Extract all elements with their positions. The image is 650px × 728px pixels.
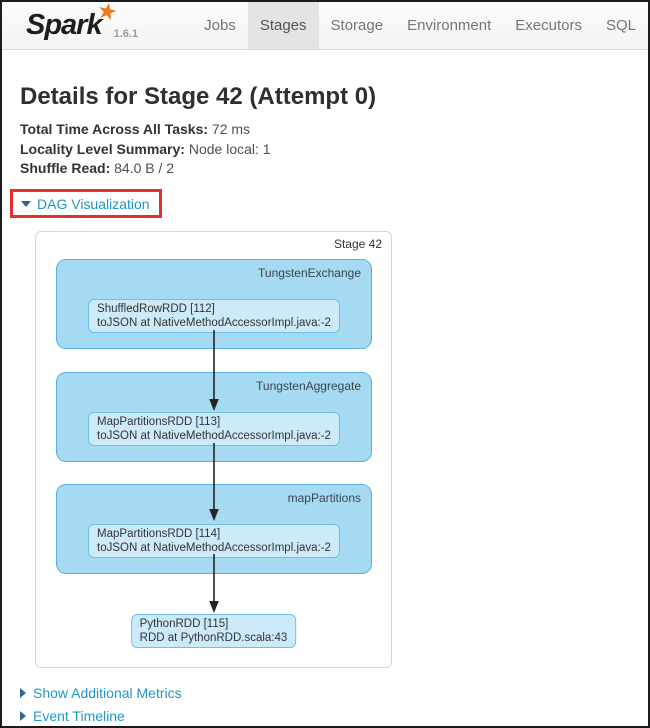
stage-label: Stage 42 [333,236,382,251]
rdd-node-callsite: toJSON at NativeMethodAccessorImpl.java:… [97,541,331,554]
spark-logo[interactable]: Spark ★ 1.6.1 [26,2,138,49]
dag-visualization-toggle-label: DAG Visualization [37,195,150,212]
dag-operator-tungsten-exchange: TungstenExchange ShuffledRowRDD [112] to… [56,258,372,349]
bottom-toggles: Show Additional Metrics Event Timeline [20,685,630,724]
stage-summary: Total Time Across All Tasks: 72 ms Local… [20,120,630,179]
summary-label: Total Time Across All Tasks: [20,121,209,137]
rdd-node-title: ShuffledRowRDD [112] [97,302,215,315]
rdd-node-callsite: RDD at PythonRDD.scala:43 [139,631,288,644]
tab-environment[interactable]: Environment [407,17,492,34]
show-additional-metrics-label: Show Additional Metrics [33,684,182,701]
summary-value: 72 ms [211,121,251,137]
navbar: Spark ★ 1.6.1 Jobs Stages Storage Enviro… [2,2,648,50]
summary-label: Locality Level Summary: [20,140,185,157]
page-title: Details for Stage 42 (Attempt 0) [20,83,377,110]
rdd-node-callsite: toJSON at NativeMethodAccessorImpl.java:… [97,429,331,442]
rdd-node-shuffledrowrdd-112: ShuffledRowRDD [112] toJSON at NativeMet… [88,298,340,333]
tab-executors[interactable]: Executors [515,17,582,34]
stage-detail-content: Details for Stage 42 (Attempt 0) Total T… [2,83,648,724]
dag-operator-mappartitions: mapPartitions MapPartitionsRDD [114] toJ… [56,483,372,574]
spark-version: 1.6.1 [113,28,139,40]
nav-tabs: Jobs Stages Storage Environment Executor… [192,2,648,49]
tab-sql[interactable]: SQL [605,17,636,34]
dag-operator-label: TungstenAggregate [256,378,361,393]
dag-operator-tungsten-aggregate: TungstenAggregate MapPartitionsRDD [113]… [56,371,372,462]
event-timeline-label: Event Timeline [33,707,125,724]
dag-visualization-toggle[interactable]: DAG Visualization [21,196,150,212]
rdd-node-title: PythonRDD [115] [139,617,229,630]
triangle-right-icon [20,687,26,698]
summary-total-time: Total Time Across All Tasks: 72 ms [20,120,630,140]
tab-stages[interactable]: Stages [247,2,319,49]
spark-star-icon: ★ [94,0,121,26]
summary-value: Node local: 1 [188,140,271,157]
dag-stage-box: Stage 42 TungstenExchange ShuffledRowRDD… [35,230,392,668]
rdd-node-title: MapPartitionsRDD [114] [97,527,221,540]
rdd-node-pythonrdd-115: PythonRDD [115] RDD at PythonRDD.scala:4… [130,613,297,648]
summary-label: Shuffle Read: [20,160,111,176]
rdd-node-mappartitionsrdd-114: MapPartitionsRDD [114] toJSON at NativeM… [88,523,340,558]
spark-logo-text: Spark [26,9,103,41]
tab-storage[interactable]: Storage [330,17,384,34]
tab-jobs[interactable]: Jobs [204,17,236,34]
rdd-node-title: MapPartitionsRDD [113] [97,415,221,428]
rdd-node-callsite: toJSON at NativeMethodAccessorImpl.java:… [97,316,331,329]
show-additional-metrics-toggle[interactable]: Show Additional Metrics [20,685,182,701]
summary-locality-level: Locality Level Summary: Node local: 1 [20,140,630,160]
annotation-highlight-box: DAG Visualization [10,188,162,218]
dag-operator-label: mapPartitions [287,490,361,505]
summary-shuffle-read: Shuffle Read: 84.0 B / 2 [20,159,630,179]
dag-operator-label: TungstenExchange [258,265,361,280]
triangle-down-icon [21,200,31,207]
triangle-right-icon [20,710,26,721]
event-timeline-toggle[interactable]: Event Timeline [20,708,125,724]
rdd-node-mappartitionsrdd-113: MapPartitionsRDD [113] toJSON at NativeM… [88,411,340,446]
summary-value: 84.0 B / 2 [114,160,175,176]
